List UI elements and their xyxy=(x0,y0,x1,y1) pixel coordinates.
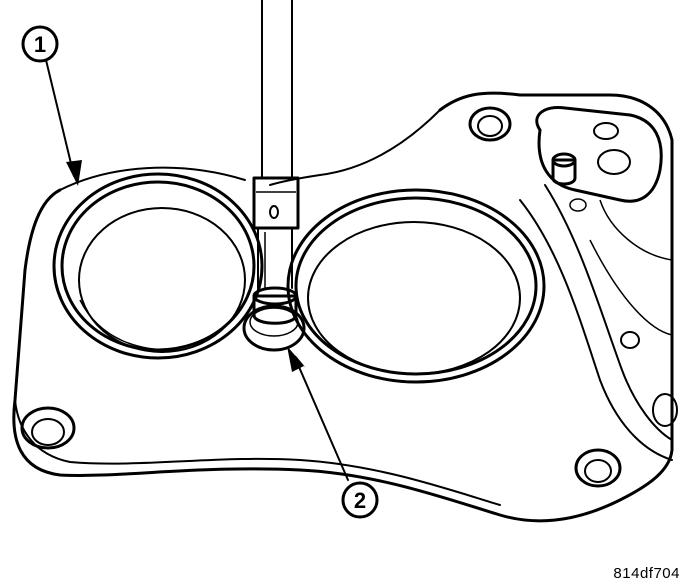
callout-1: 1 xyxy=(21,25,59,63)
mounting-holes xyxy=(20,106,678,488)
leader-arrow-2 xyxy=(287,346,349,481)
gasket-left xyxy=(52,172,264,360)
leader-arrow-1 xyxy=(45,59,82,186)
flange-plate xyxy=(12,91,674,523)
bracket-stud xyxy=(535,105,663,212)
callout-2-number: 2 xyxy=(354,488,366,513)
bolt xyxy=(242,286,306,352)
callout-2: 2 xyxy=(341,481,379,519)
tool-shaft xyxy=(252,0,300,290)
figure-id: 814df704 xyxy=(613,565,680,582)
callout-1-number: 1 xyxy=(34,32,46,57)
gasket-right xyxy=(286,188,546,384)
